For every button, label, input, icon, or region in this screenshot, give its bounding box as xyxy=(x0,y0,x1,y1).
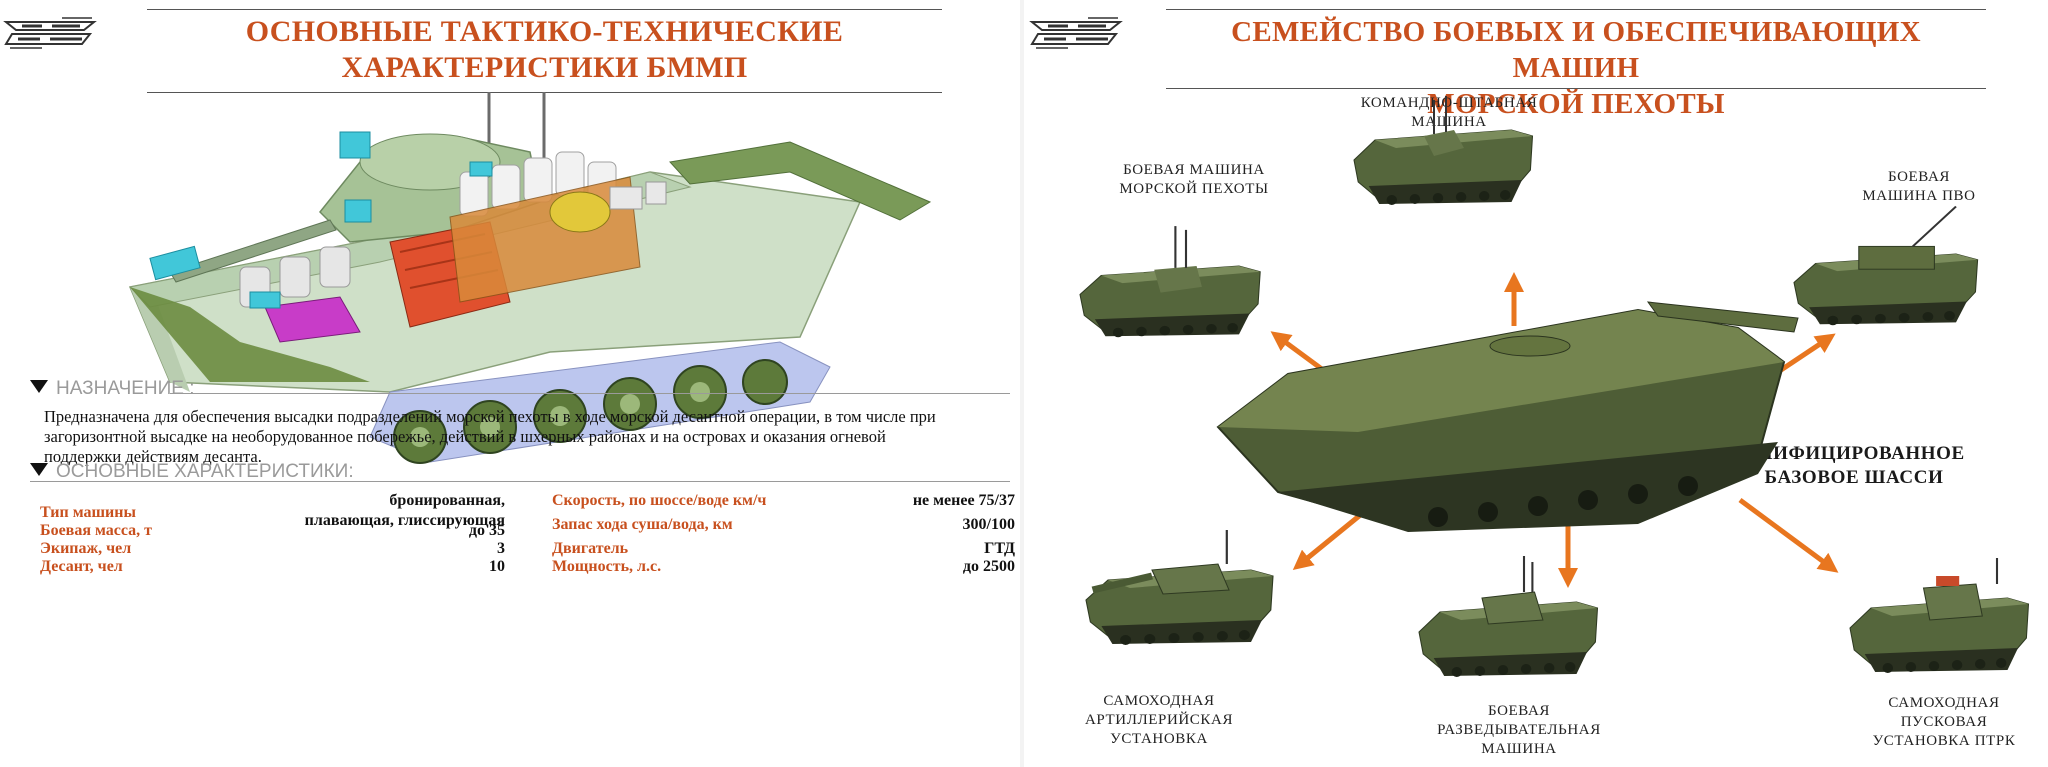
section-triangle-icon xyxy=(30,463,48,477)
spec-label-crew: Экипаж, чел xyxy=(40,540,132,557)
caption-command-vehicle: КОМАНДНО-ШТАБНАЯ МАШИНА xyxy=(1360,95,1538,130)
title-top-rule xyxy=(1166,9,1986,10)
page-title-line-1: ОСНОВНЫЕ ТАКТИКО-ТЕХНИЧЕСКИЕ xyxy=(245,15,844,48)
spec-label-range: Запас хода суша/вода, км xyxy=(552,516,733,533)
purpose-text: Предназначена для обеспечения высадки по… xyxy=(44,407,936,466)
spec-label-engine: Двигатель xyxy=(552,540,629,557)
spec-label-combat-mass: Боевая масса, т xyxy=(40,522,153,539)
title-top-rule xyxy=(147,9,942,10)
specs-rule xyxy=(30,481,1010,482)
page-title: ОСНОВНЫЕ ТАКТИКО-ТЕХНИЧЕСКИЕ ХАРАКТЕРИСТ… xyxy=(147,14,942,86)
caption-air-defense: БОЕВАЯ МАШИНА ПВО xyxy=(1862,169,1976,204)
spec-value-power: до 2500 xyxy=(962,558,1015,575)
arrow-to-atgm-icon xyxy=(1738,497,1839,573)
slide-vehicle-family: СЕМЕЙСТВО БОЕВЫХ И ОБЕСПЕЧИВАЮЩИХ МАШИН … xyxy=(1024,0,2048,767)
arrow-to-artillery-icon xyxy=(1292,510,1366,571)
spec-label-power: Мощность, л.с. xyxy=(552,558,662,575)
spec-label-vehicle-type: Тип машины xyxy=(40,504,136,521)
spec-value-engine: ГТД xyxy=(984,540,1015,557)
recon-vehicle xyxy=(1418,556,1599,678)
spec-label-troops: Десант, чел xyxy=(40,558,123,575)
ifv-vehicle xyxy=(1079,226,1261,338)
atgm-vehicle xyxy=(1849,558,2030,674)
company-logo-icon xyxy=(3,17,97,49)
spec-label-speed: Скорость, по шоссе/воде км/ч xyxy=(552,492,767,509)
page-title-line-2: ХАРАКТЕРИСТИКИ БММП xyxy=(341,51,748,84)
purpose-rule xyxy=(170,393,1010,394)
spec-value-vehicle-type: бронированная, плавающая, глиссирующая xyxy=(304,492,505,529)
slide-bmmp-specs: ОСНОВНЫЕ ТАКТИКО-ТЕХНИЧЕСКИЕ ХАРАКТЕРИСТ… xyxy=(0,0,1020,767)
slide-divider xyxy=(1020,0,1024,767)
spec-value-speed: не менее 75/37 xyxy=(912,492,1015,509)
air-defense-vehicle xyxy=(1793,205,1979,326)
spec-value-troops: 10 xyxy=(489,558,505,575)
unified-chassis-vehicle xyxy=(1216,301,1799,532)
caption-ifv: БОЕВАЯ МАШИНА МОРСКОЙ ПЕХОТЫ xyxy=(1119,162,1269,197)
purpose-heading: НАЗНАЧЕНИЕ : xyxy=(30,378,195,400)
caption-atgm: САМОХОДНАЯ ПУСКОВАЯ УСТАНОВКА ПТРК xyxy=(1872,695,2016,749)
company-logo-icon xyxy=(1029,17,1123,49)
page-title: СЕМЕЙСТВО БОЕВЫХ И ОБЕСПЕЧИВАЮЩИХ МАШИН … xyxy=(1166,14,1986,122)
title-bottom-rule xyxy=(1166,88,1986,89)
spec-value-range: 300/100 xyxy=(962,516,1015,533)
spec-value-combat-mass: до 35 xyxy=(468,522,505,539)
spec-value-crew: 3 xyxy=(497,540,505,557)
caption-unified-chassis: УНИФИЦИРОВАННОЕ БАЗОВОЕ ШАССИ xyxy=(1743,443,1965,488)
artillery-vehicle xyxy=(1085,530,1274,646)
page-title-line-2: МОРСКОЙ ПЕХОТЫ xyxy=(1427,88,1725,120)
section-triangle-icon xyxy=(30,380,48,394)
page-title-line-1: СЕМЕЙСТВО БОЕВЫХ И ОБЕСПЕЧИВАЮЩИХ МАШИН xyxy=(1231,16,1921,84)
command-vehicle xyxy=(1353,96,1534,206)
specs-heading: ОСНОВНЫЕ ХАРАКТЕРИСТИКИ: xyxy=(30,461,354,483)
vehicle-family-diagram xyxy=(1079,96,2030,678)
caption-recon: БОЕВАЯ РАЗВЕДЫВАТЕЛЬНАЯ МАШИНА xyxy=(1437,703,1601,757)
caption-artillery: САМОХОДНАЯ АРТИЛЛЕРИЙСКАЯ УСТАНОВКА xyxy=(1084,693,1234,747)
bmmp-cutaway-illustration xyxy=(128,92,932,464)
